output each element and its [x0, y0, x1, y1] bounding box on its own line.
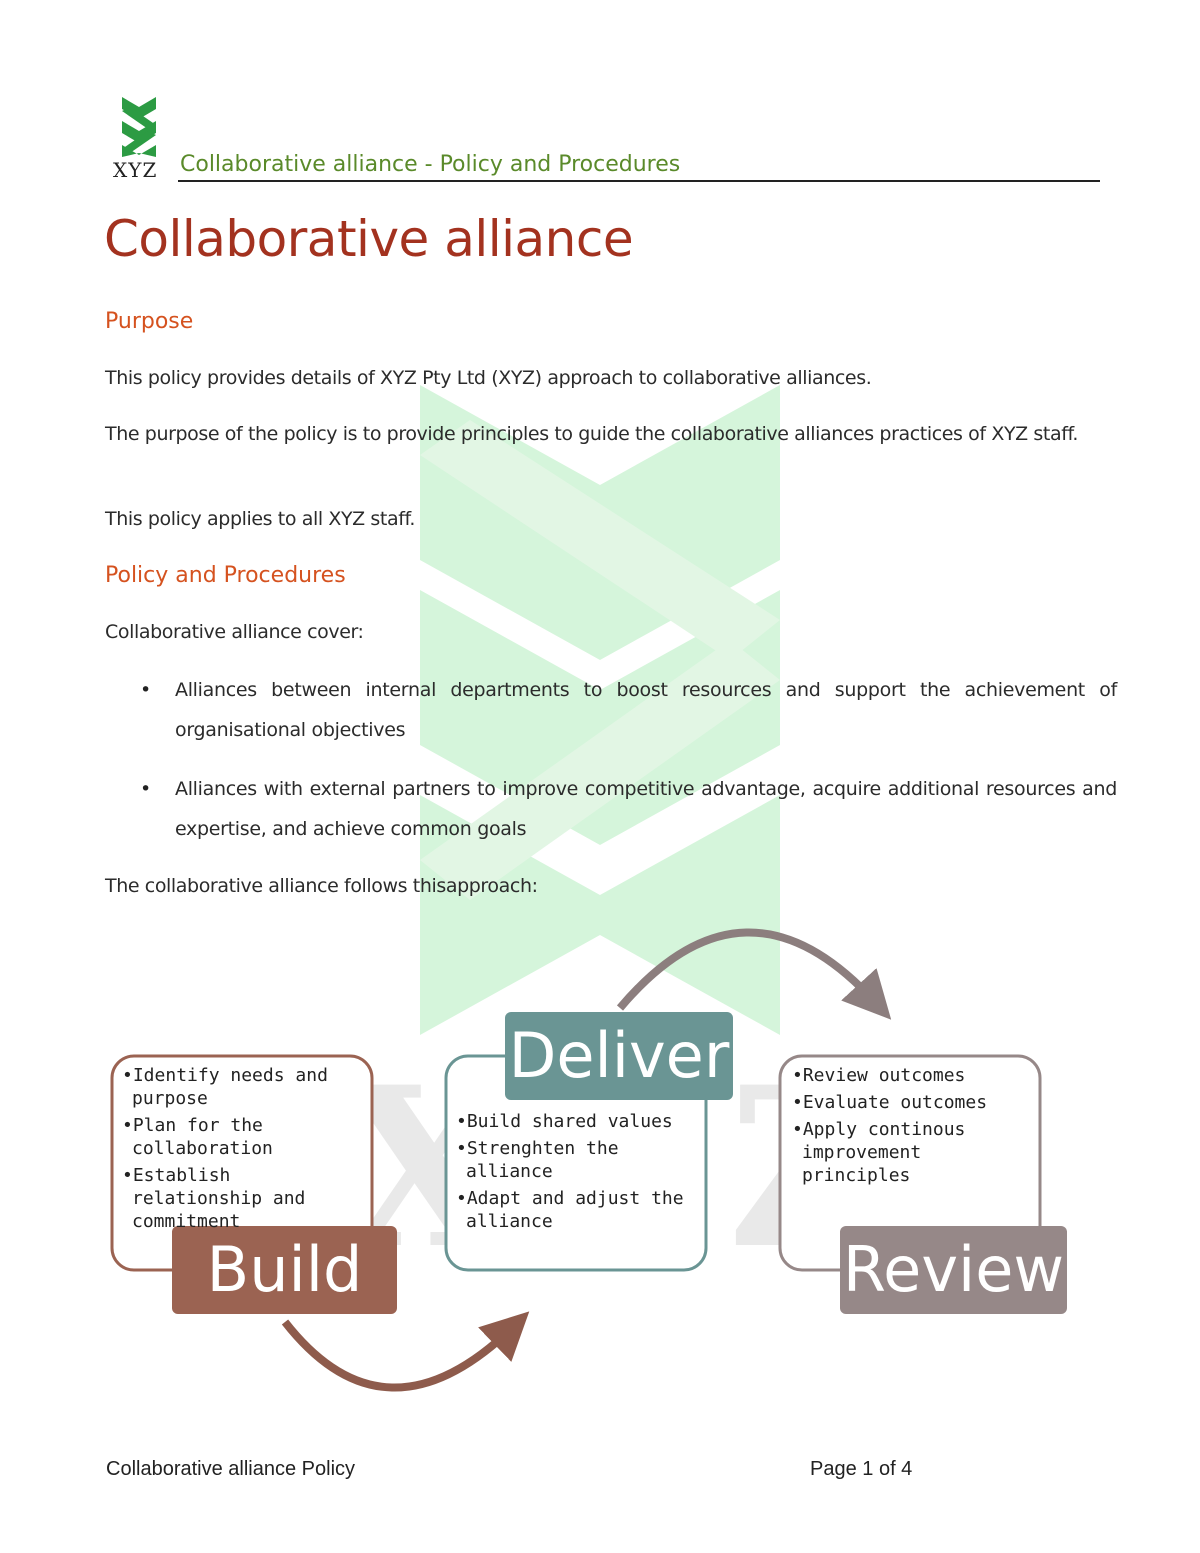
arrow-build-to-deliver	[281, 1311, 530, 1392]
policy-intro: Collaborative alliance cover:	[105, 621, 364, 643]
review-items: Review outcomes Evaluate outcomes Apply …	[790, 1064, 1035, 1191]
purpose-paragraph-1: This policy provides details of XYZ Pty …	[105, 367, 872, 389]
policy-heading: Policy and Procedures	[105, 563, 346, 588]
purpose-paragraph-3: This policy applies to all XYZ staff.	[105, 508, 416, 530]
list-item: Establish relationship and commitment	[120, 1164, 360, 1233]
list-item: Apply continous improvement principles	[790, 1118, 1035, 1187]
list-item-text: Alliances with external partners to impr…	[175, 778, 1117, 840]
bullet-icon: •	[140, 679, 152, 701]
page-number: Page 1 of 4	[810, 1458, 913, 1480]
approach-paragraph: The collaborative alliance follows thisa…	[105, 875, 538, 897]
build-items: Identify needs and purpose Plan for the …	[120, 1064, 360, 1237]
list-item: Evaluate outcomes	[790, 1091, 1035, 1114]
purpose-paragraph-2: The purpose of the policy is to provide …	[105, 423, 1079, 445]
deliver-label: Deliver	[508, 1019, 730, 1092]
purpose-heading: Purpose	[105, 309, 194, 334]
review-box	[840, 1226, 1067, 1314]
list-item: Review outcomes	[790, 1064, 1035, 1087]
header-title: Collaborative alliance - Policy and Proc…	[180, 152, 681, 177]
list-item: Strenghten the alliance	[454, 1137, 704, 1183]
logo-text: XYZ	[113, 158, 157, 180]
deliver-items: Build shared values Strenghten the allia…	[454, 1110, 704, 1237]
footer-title: Collaborative alliance Policy	[106, 1458, 356, 1480]
list-item: Adapt and adjust the alliance	[454, 1187, 704, 1233]
review-label: Review	[842, 1233, 1065, 1306]
xyz-logo: XYZ	[113, 97, 157, 180]
deliver-box	[505, 1012, 733, 1100]
arrow-deliver-to-review	[616, 928, 892, 1020]
list-item: Plan for the collaboration	[120, 1114, 360, 1160]
bullet-icon: •	[140, 778, 152, 800]
list-item: Build shared values	[454, 1110, 704, 1133]
build-label: Build	[206, 1233, 363, 1306]
list-item: Identify needs and purpose	[120, 1064, 360, 1110]
build-box	[172, 1226, 397, 1314]
list-item-text: Alliances between internal departments t…	[175, 679, 1117, 741]
header-divider	[178, 180, 1100, 182]
document-title: Collaborative alliance	[104, 210, 634, 268]
